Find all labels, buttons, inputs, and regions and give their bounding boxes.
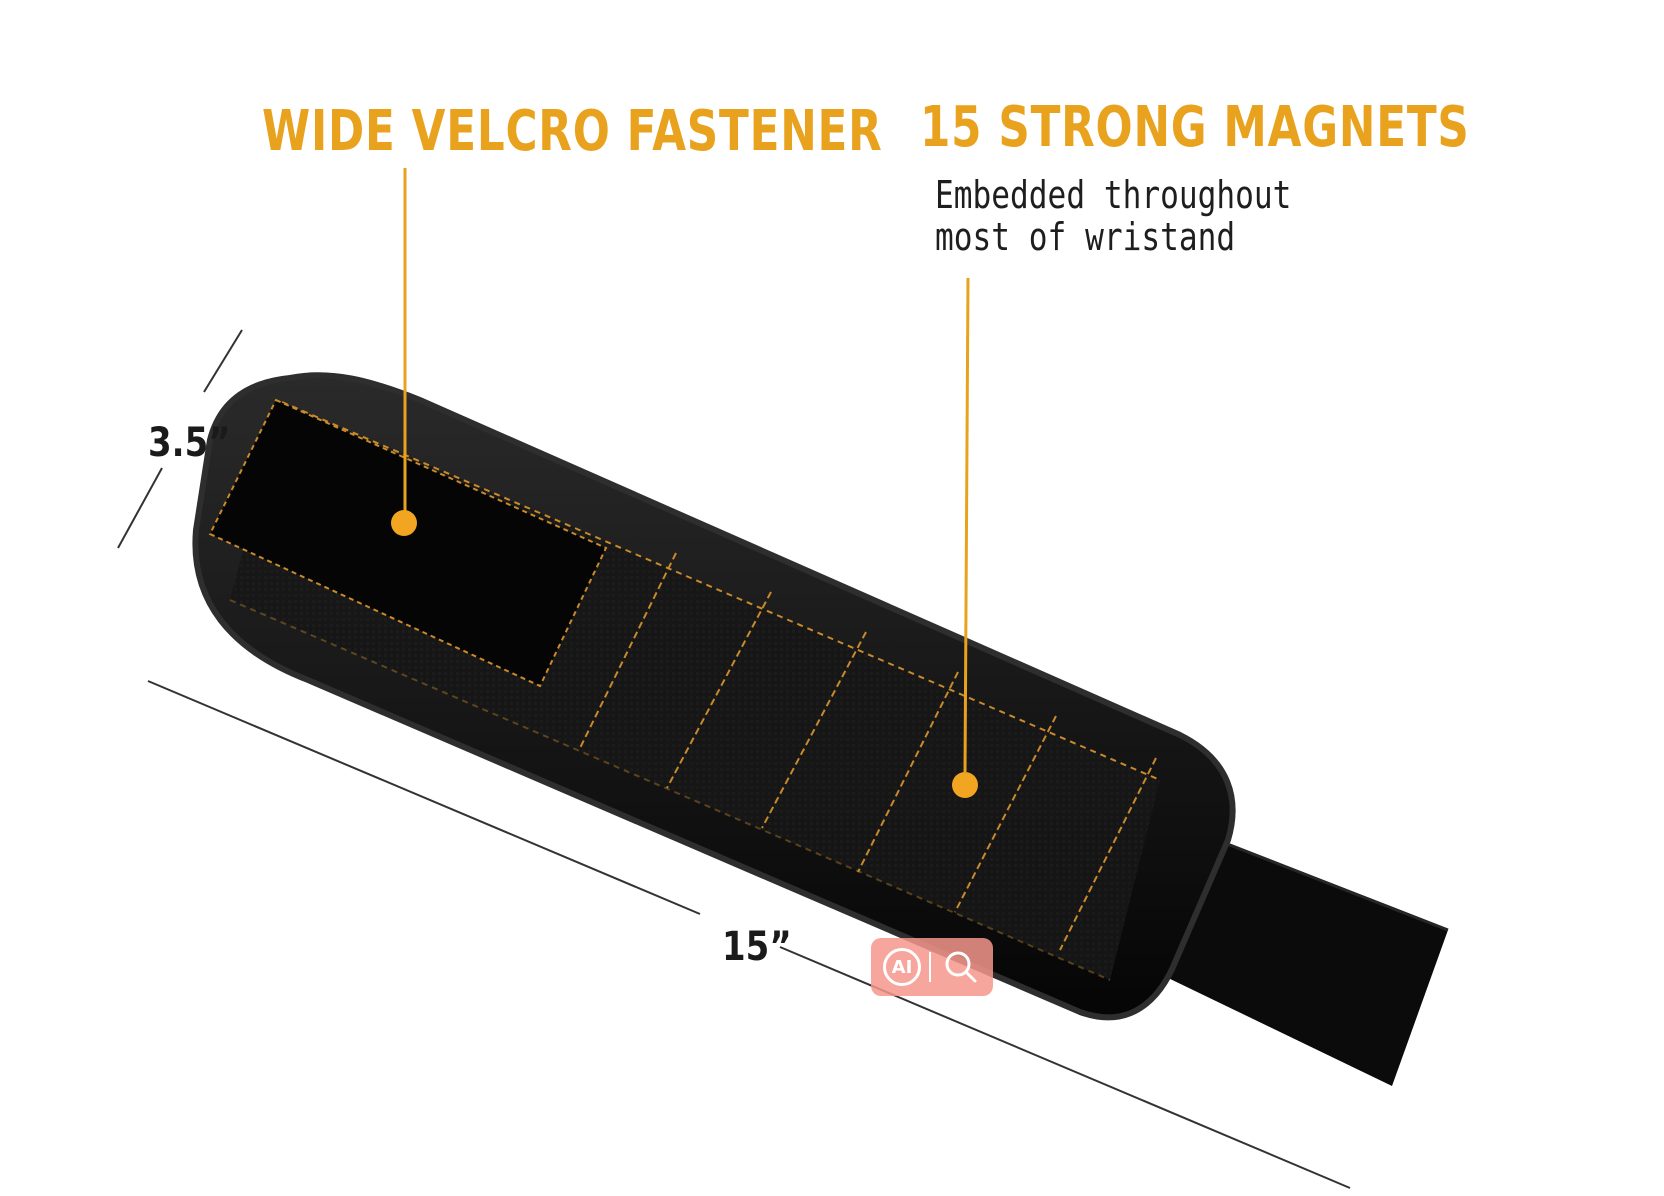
width-dimension-label: 3.5” xyxy=(148,420,231,466)
pocket-stitch-6 xyxy=(1059,757,1157,951)
length-dimension-line-left xyxy=(147,680,701,915)
width-dimension-line-bottom xyxy=(117,467,163,549)
magnets-callout-description: Embedded throughout most of wristand xyxy=(935,174,1291,258)
velcro-callout-title: WIDE VELCRO FASTENER xyxy=(262,99,883,164)
length-dimension-label: 15” xyxy=(722,924,792,970)
pocket-stitch-4 xyxy=(857,671,959,873)
search-icon[interactable] xyxy=(941,947,981,987)
magnets-description-line-1: Embedded throughout xyxy=(935,173,1292,217)
pocket-stitch-1 xyxy=(579,552,677,749)
velcro-callout-dot xyxy=(391,510,417,536)
magnets-leader-line xyxy=(963,277,970,773)
magnets-description-line-2: most of wristand xyxy=(935,215,1236,259)
magnets-callout-dot xyxy=(952,772,978,798)
ai-icon[interactable]: AI xyxy=(883,948,921,986)
ai-search-badge[interactable]: AI xyxy=(871,938,993,996)
velcro-patch xyxy=(210,400,606,686)
pocket-stitch-3 xyxy=(761,631,867,829)
width-dimension-line-top xyxy=(203,329,243,393)
pocket-stitch-2 xyxy=(666,591,772,789)
magnets-callout-title: 15 STRONG MAGNETS xyxy=(920,95,1470,160)
pocket-stitch-5 xyxy=(954,715,1057,913)
badge-divider xyxy=(929,952,931,982)
